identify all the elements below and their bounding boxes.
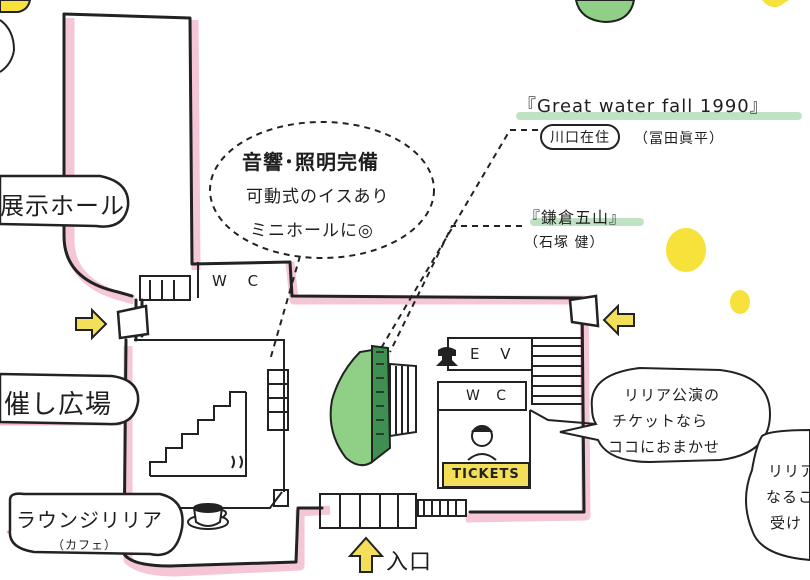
ticket-clerk-icon xyxy=(467,425,497,461)
cut-off-line-2: なるこ xyxy=(766,488,810,506)
lounge-sub-label: （カフェ） xyxy=(52,538,118,552)
event-plaza-label: 催し広場 xyxy=(4,390,113,420)
cut-off-line-1: リリア xyxy=(768,462,810,480)
interior-lines xyxy=(134,262,597,529)
up-arrow-icon xyxy=(347,536,385,573)
cut-off-bubble xyxy=(745,428,810,562)
coffee-cup-icon xyxy=(187,503,229,530)
waterfall-sculpture-icon xyxy=(329,344,392,467)
great-waterfall-artist-sub: （冨田眞平） xyxy=(634,131,724,147)
kamakura-artist: （石塚 健） xyxy=(524,235,605,251)
kamakura-title: 『鎌倉五山』 xyxy=(524,208,627,227)
tickets-note-line-1: リリア公演の xyxy=(624,386,721,404)
decoration-blobs xyxy=(0,0,790,314)
wc-inner-label: W C xyxy=(466,388,513,404)
great-waterfall-title: 『Great water fall 1990』 xyxy=(518,96,769,117)
leader-lines xyxy=(379,129,538,353)
mini-hall-bubble xyxy=(209,121,435,361)
ev-label: E V xyxy=(470,345,519,363)
label-frames xyxy=(0,174,184,557)
tickets-sign: TICKETS xyxy=(442,462,530,488)
staircase-icon xyxy=(149,391,247,477)
wc-top-label: W C xyxy=(212,272,267,290)
right-arrow-icon xyxy=(75,307,108,341)
doors xyxy=(116,294,600,340)
escalator-icon xyxy=(389,362,417,438)
lounge-label: ラウンジリリア xyxy=(16,508,163,532)
mini-hall-line-1: 音響･照明完備 xyxy=(242,150,379,174)
tickets-note-line-2: チケットなら xyxy=(612,412,709,430)
mini-hall-line-3: ミニホールに◎ xyxy=(250,221,374,241)
left-arrow-icon xyxy=(602,303,635,337)
entrance-label: 入口 xyxy=(386,550,433,575)
wall-highlight xyxy=(65,18,591,577)
mini-hall-line-2: 可動式のイスあり xyxy=(246,187,390,207)
cut-off-line-3: 受け xyxy=(770,514,803,532)
exhibition-hall-label: 展示ホール xyxy=(0,192,125,220)
great-waterfall-artist-name: 川口在住 xyxy=(540,124,620,150)
phone-icon xyxy=(436,347,458,366)
building-walls xyxy=(62,12,586,568)
tickets-note-line-3: ココにおまかせ xyxy=(608,438,721,456)
